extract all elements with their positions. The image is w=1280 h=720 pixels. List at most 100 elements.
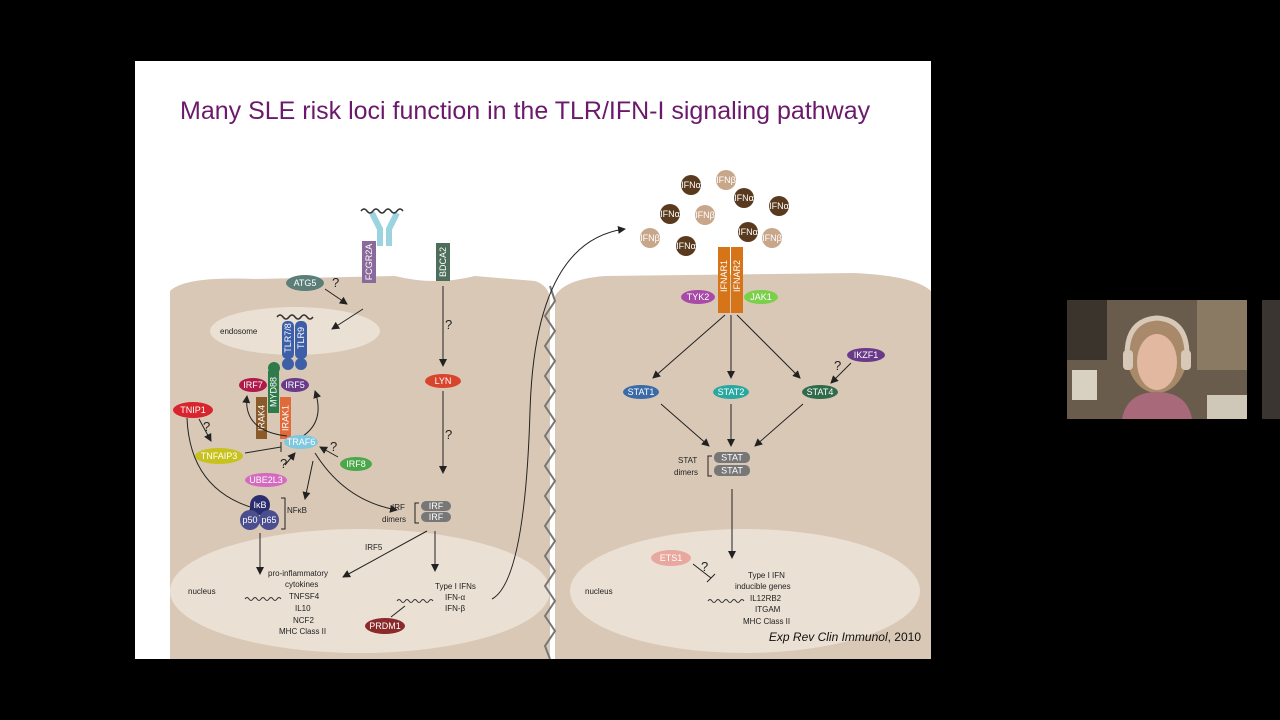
jak1-label: JAK1 [750, 292, 772, 302]
ifnar1-receptor [718, 247, 730, 313]
slide-title: Many SLE risk loci function in the TLR/I… [180, 97, 871, 125]
prdm1-node [365, 618, 405, 634]
gene-tnfsf4: TNFSF4 [289, 592, 320, 601]
stat1-label: STAT1 [628, 387, 655, 397]
irf5-label: IRF5 [285, 380, 305, 390]
ikb-node [250, 495, 270, 515]
antibody-icon [369, 211, 400, 246]
myd88-label: MYD88 [269, 377, 279, 407]
stat4-node [802, 385, 838, 399]
tlr9-receptor [295, 321, 307, 359]
irak4-label: IRAK4 [257, 405, 267, 431]
genes-line-1: Type I IFN [748, 571, 785, 580]
irak1-node [280, 397, 291, 439]
tlr78-label: TLR7/8 [283, 323, 293, 353]
tlr78-receptor [282, 321, 294, 359]
traf6-node [284, 435, 318, 449]
fcgr2a-receptor [362, 241, 376, 283]
irf5-node [281, 378, 309, 392]
stat4-label: STAT4 [807, 387, 834, 397]
irf5-arrow-label: IRF5 [365, 543, 383, 552]
bdca2-label: BDCA2 [438, 247, 448, 277]
ifn-beta-label: IFN-β [445, 604, 466, 613]
stat-dimers-label-1: STAT [678, 456, 697, 465]
irf8-label: IRF8 [346, 459, 366, 469]
svg-text:IFNβ: IFNβ [695, 210, 715, 220]
fcgr2a-label: FCGR2A [364, 244, 374, 281]
jak1-node [744, 290, 778, 304]
right-nucleus-label: nucleus [585, 587, 613, 596]
question-lyn: ? [445, 427, 452, 442]
p65-label: p65 [261, 515, 276, 525]
genes-line-2: inducible genes [735, 582, 791, 591]
svg-text:IFNα: IFNα [681, 180, 701, 190]
prdm1-label: PRDM1 [369, 621, 401, 631]
svg-text:IFNβ: IFNβ [762, 233, 782, 243]
ifnar1-label: IFNAR1 [719, 260, 729, 292]
irf-dimers-label-1: IRF [392, 503, 405, 512]
tyk2-node [681, 290, 715, 304]
lyn-node [425, 374, 461, 388]
presenter-webcam [1067, 300, 1247, 419]
irf-dimers-label-2: dimers [382, 515, 406, 524]
irf-dimer-b-label: IRF [429, 512, 444, 522]
question-ets1: ? [701, 559, 708, 574]
ets1-label: ETS1 [660, 553, 683, 563]
pathway-diagram: endosome nucleus nucleus FCGR2A BDCA2 AT… [170, 170, 931, 659]
type1-ifns-label: Type I IFNs [435, 582, 476, 591]
stat-dimer-b [714, 465, 750, 476]
tlr9-label: TLR9 [296, 327, 306, 349]
ube2l3-node [245, 473, 287, 487]
cytokine-line-2: cytokines [285, 580, 318, 589]
myd88-node [268, 371, 279, 413]
p50-node [240, 510, 260, 530]
question-irf8: ? [330, 439, 337, 454]
svg-text:IFNα: IFNα [660, 209, 680, 219]
citation-journal: Exp Rev Clin Immunol [768, 630, 888, 644]
gene-mhc-class-ii-left: MHC Class II [279, 627, 326, 636]
stat2-label: STAT2 [718, 387, 745, 397]
p50-label: p50 [242, 515, 257, 525]
svg-text:IFNα: IFNα [676, 241, 696, 251]
ikb-label: IκB [253, 500, 266, 510]
ifnar2-label: IFNAR2 [732, 260, 742, 292]
ube2l3-label: UBE2L3 [249, 475, 283, 485]
ikzf1-label: IKZF1 [854, 350, 879, 360]
irf8-node [340, 457, 372, 471]
gene-ncf2: NCF2 [293, 616, 314, 625]
irf-dimer-a-label: IRF [429, 501, 444, 511]
question-ikzf1: ? [834, 358, 841, 373]
tyk2-label: TYK2 [687, 292, 710, 302]
citation-year: , 2010 [887, 630, 921, 644]
svg-text:IFNβ: IFNβ [716, 175, 736, 185]
stat-dimer-a-label: STAT [721, 453, 743, 463]
gene-mhc-class-ii-right: MHC Class II [743, 617, 790, 626]
nfkb-label: NFκB [287, 506, 307, 515]
ets1-node [651, 550, 691, 566]
stat-dimer-a [714, 452, 750, 463]
irf7-node [239, 378, 267, 392]
left-nucleus [170, 529, 550, 653]
stat-dimer-b-label: STAT [721, 466, 743, 476]
irf-dimer-b [421, 512, 451, 522]
endosome-label: endosome [220, 327, 258, 336]
ifn-molecule-cloud: IFNα IFNβ IFNα IFNα IFNα IFNβ IFNα IFNβ … [640, 170, 789, 256]
svg-text:IFNα: IFNα [738, 227, 758, 237]
svg-text:IFNα: IFNα [734, 193, 754, 203]
tnip1-label: TNIP1 [180, 405, 206, 415]
irak1-label: IRAK1 [281, 405, 291, 431]
ifnar2-receptor [731, 247, 743, 313]
atg5-node [286, 275, 324, 291]
webcam-edge-strip [1262, 300, 1280, 419]
question-ube2l3: ? [280, 456, 287, 471]
ifn-alpha-label: IFN-α [445, 593, 466, 602]
traf6-label: TRAF6 [287, 437, 316, 447]
tnfaip3-node [195, 448, 243, 464]
p65-node [259, 510, 279, 530]
lyn-label: LYN [435, 376, 452, 386]
question-atg5: ? [332, 275, 339, 290]
tnfaip3-label: TNFAIP3 [201, 451, 238, 461]
cytokine-line-1: pro-inflammatory [268, 569, 328, 578]
citation: Exp Rev Clin Immunol, 2010 [769, 630, 921, 644]
gene-il12rb2: IL12RB2 [750, 594, 782, 603]
